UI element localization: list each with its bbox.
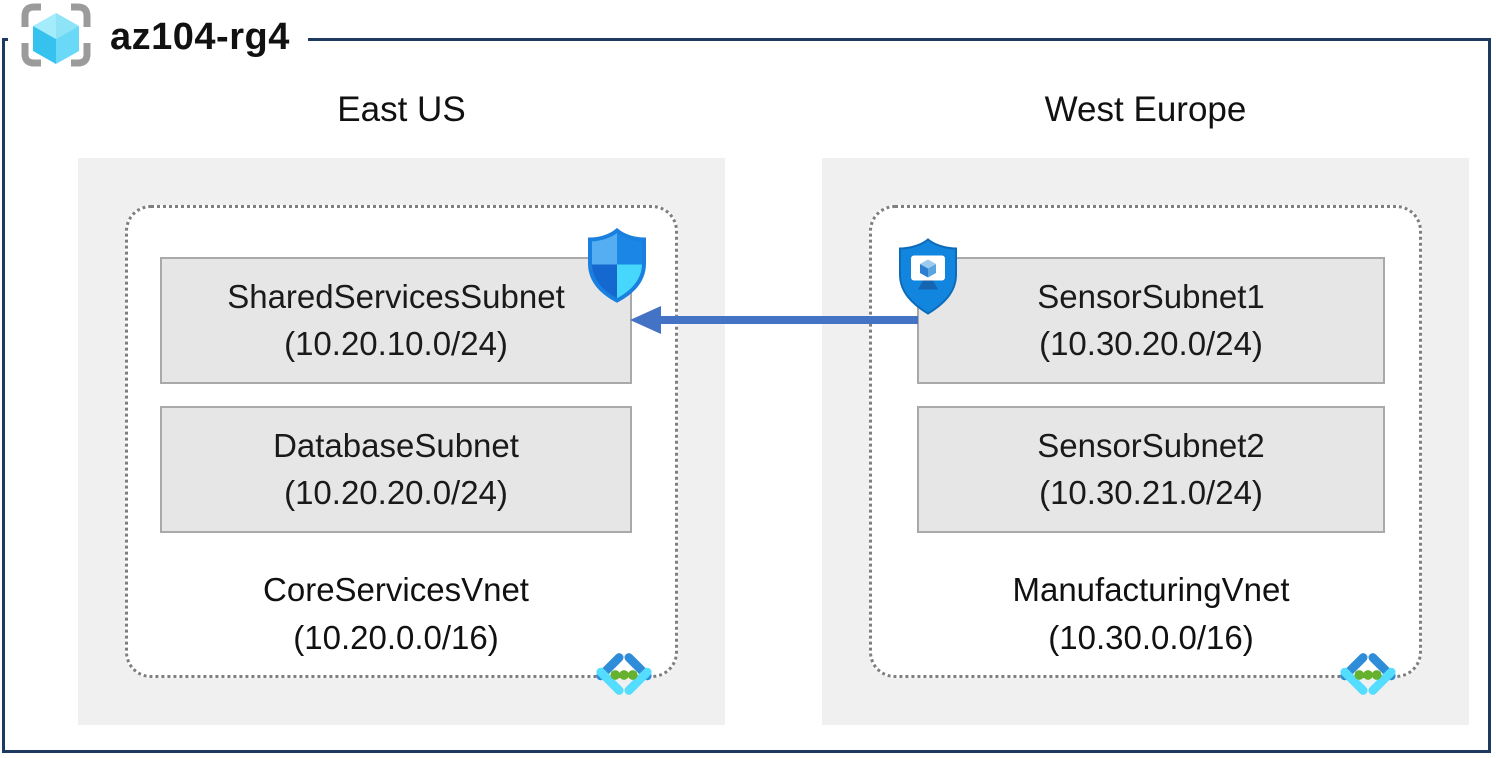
region-label-east-us: East US: [337, 90, 466, 129]
subnet-sensorsubnet1: SensorSubnet1 (10.30.20.0/24): [917, 257, 1385, 384]
resource-group-border: [2, 38, 1491, 753]
subnet-name: SensorSubnet2: [1037, 426, 1265, 464]
vnet-label-manufacturingvnet: ManufacturingVnet (10.30.0.0/16): [915, 566, 1387, 662]
vnet-label-coreservicesvnet: CoreServicesVnet (10.20.0.0/16): [160, 566, 632, 662]
subnet-name: SensorSubnet1: [1037, 277, 1265, 315]
vnet-name: ManufacturingVnet: [1012, 571, 1290, 608]
virtual-network-icon: [593, 650, 655, 698]
subnet-databasesubnet: DatabaseSubnet (10.20.20.0/24): [160, 406, 632, 533]
resource-group-icon: [16, 2, 96, 73]
virtual-network-icon: [1337, 650, 1399, 698]
vnet-name: CoreServicesVnet: [263, 571, 529, 608]
subnet-name: DatabaseSubnet: [273, 426, 519, 464]
subnet-cidr: (10.20.10.0/24): [284, 324, 508, 362]
cube-in-monitor: [920, 259, 936, 278]
subnet-sensorsubnet2: SensorSubnet2 (10.30.21.0/24): [917, 406, 1385, 533]
bastion-shield-icon: [895, 236, 961, 317]
subnet-cidr: (10.30.21.0/24): [1039, 473, 1263, 511]
subnet-cidr: (10.20.20.0/24): [284, 473, 508, 511]
subnet-cidr: (10.30.20.0/24): [1039, 324, 1263, 362]
resource-group-header: az104-rg4: [8, 2, 308, 72]
subnet-name: SharedServicesSubnet: [227, 277, 565, 315]
peering-arrow: [630, 306, 918, 334]
defender-shield-icon: [585, 227, 649, 304]
cube-glyph: [33, 12, 79, 64]
region-label-west-europe: West Europe: [1044, 90, 1247, 129]
vnet-cidr: (10.20.0.0/16): [293, 618, 499, 656]
subnet-sharedservicessubnet: SharedServicesSubnet (10.20.10.0/24): [160, 257, 632, 384]
vnet-cidr: (10.30.0.0/16): [1048, 618, 1254, 656]
resource-group-title: az104-rg4: [110, 15, 290, 58]
